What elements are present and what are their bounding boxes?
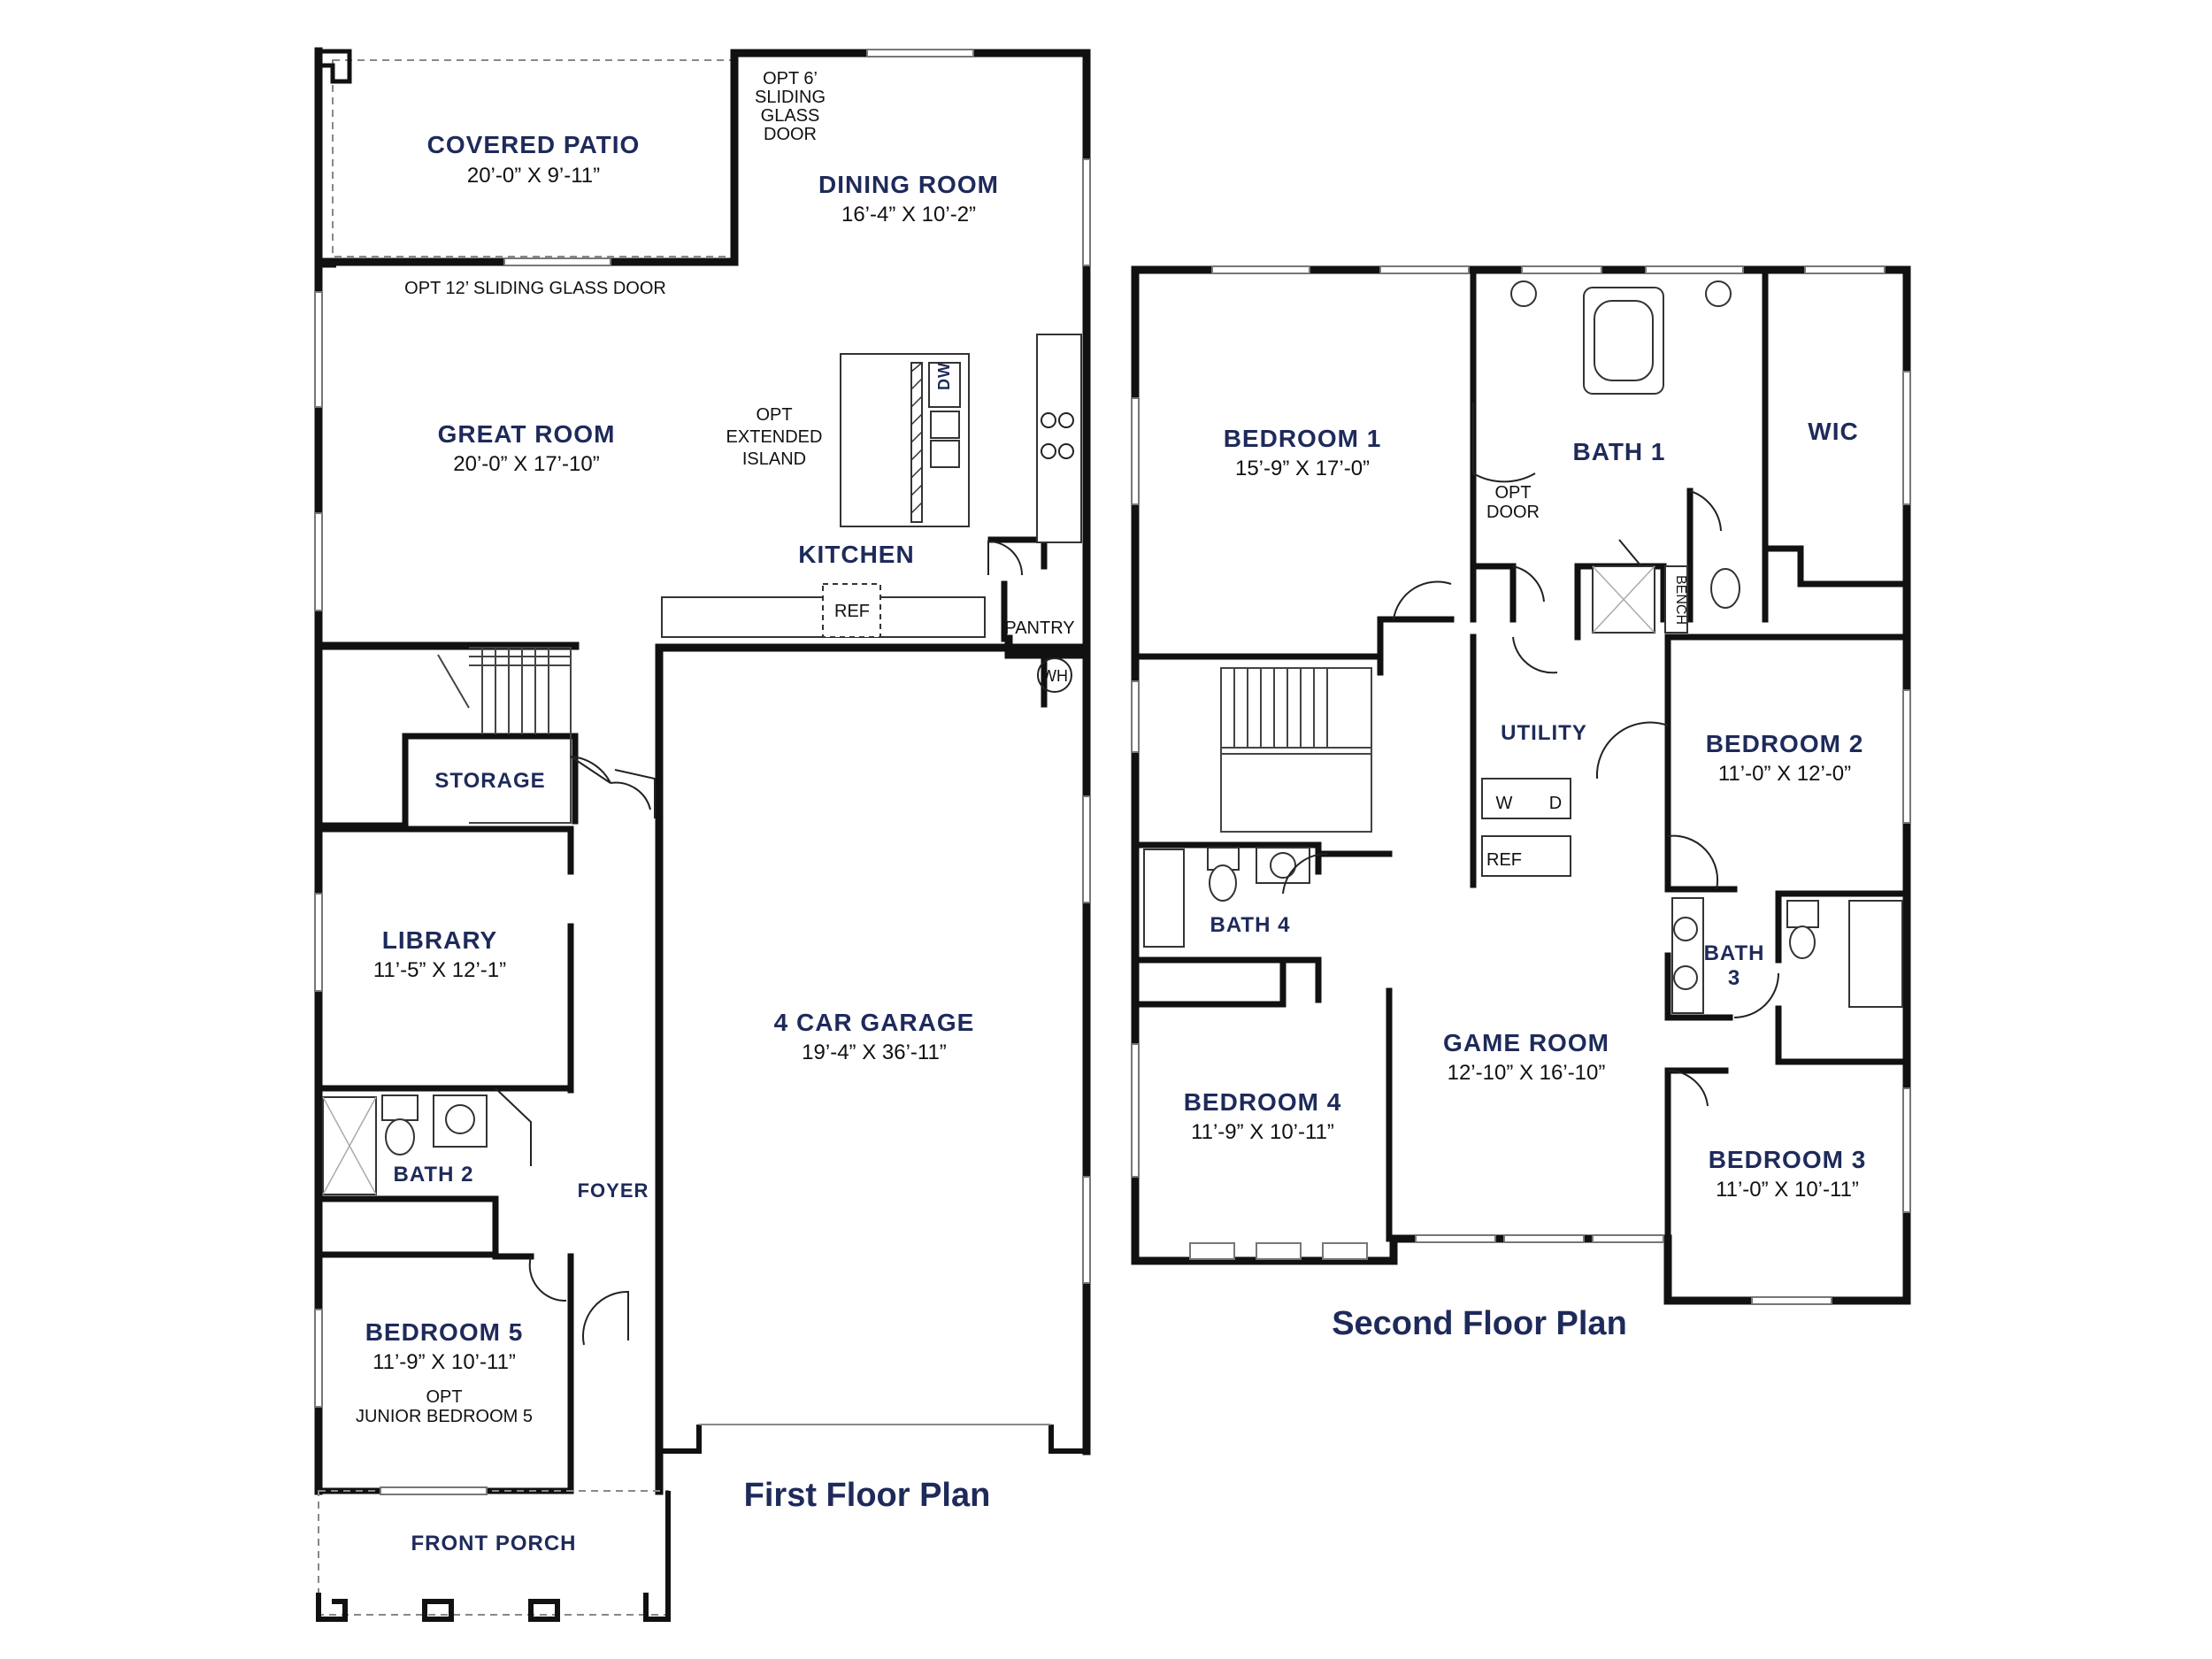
storage-name: STORAGE xyxy=(434,769,545,793)
wic-name: WIC xyxy=(1808,418,1858,445)
bedroom1-name: BEDROOM 1 xyxy=(1224,425,1382,452)
bedroom2-dims: 11’-0” X 12’-0” xyxy=(1718,762,1851,786)
foyer-name: FOYER xyxy=(578,1179,649,1202)
kitchen-fixtures xyxy=(661,334,1082,693)
great-room-name: GREAT ROOM xyxy=(438,420,616,448)
utility-name: UTILITY xyxy=(1501,721,1587,745)
bath2-fixtures xyxy=(322,1094,488,1195)
second-floor-doors xyxy=(1282,403,1779,1107)
dining-room-name: DINING ROOM xyxy=(818,171,999,198)
bedroom5-dims: 11’-9” X 10’-11” xyxy=(373,1350,516,1374)
garage-front-posts xyxy=(657,1420,1089,1454)
first-floor-plan xyxy=(314,47,1091,1622)
bath3-name-line2: 3 xyxy=(1728,966,1740,990)
first-floor-windows xyxy=(314,49,1091,1495)
dining-room-dims: 16’-4” X 10’-2” xyxy=(841,203,976,227)
bedroom4-dims: 11’-9” X 10’-11” xyxy=(1191,1120,1334,1144)
kitchen-name: KITCHEN xyxy=(798,541,914,568)
bedroom5-name: BEDROOM 5 xyxy=(365,1318,524,1346)
library-name: LIBRARY xyxy=(382,926,497,954)
ref-label: REF xyxy=(834,602,870,621)
opt-island-line3: ISLAND xyxy=(742,449,806,469)
first-floor-walls xyxy=(314,47,1091,1495)
second-floor-title: Second Floor Plan xyxy=(1332,1305,1627,1342)
bath3-name-line1: BATH xyxy=(1704,941,1765,965)
front-porch-outline xyxy=(316,1490,671,1622)
bedroom4-name: BEDROOM 4 xyxy=(1184,1088,1342,1116)
utility-ref-label: REF xyxy=(1486,850,1522,870)
first-floor-stairs xyxy=(437,647,572,824)
opt-sliding-door-12: OPT 12’ SLIDING GLASS DOOR xyxy=(404,279,666,298)
second-floor-plan xyxy=(1131,265,1911,1305)
opt-door-line2: DOOR xyxy=(1486,503,1540,522)
game-room-name: GAME ROOM xyxy=(1443,1029,1609,1056)
washer-label: W xyxy=(1496,794,1513,813)
bath2-name: BATH 2 xyxy=(394,1163,474,1187)
opt-sliding-door-6-line1: OPT 6’ xyxy=(763,69,818,88)
wh-label: WH xyxy=(1041,667,1068,685)
covered-patio-name: COVERED PATIO xyxy=(427,131,641,158)
first-floor-title: First Floor Plan xyxy=(744,1477,991,1514)
bath1-name: BATH 1 xyxy=(1572,438,1665,465)
second-floor-fixtures xyxy=(1143,280,1903,1014)
library-dims: 11’-5” X 12’-1” xyxy=(373,958,506,982)
opt-sliding-door-6-line2: SLIDING xyxy=(755,88,826,107)
opt-junior-line2: JUNIOR BEDROOM 5 xyxy=(356,1407,533,1426)
bedroom2-name: BEDROOM 2 xyxy=(1706,730,1864,757)
front-porch-name: FRONT PORCH xyxy=(411,1532,577,1555)
first-floor-doors xyxy=(495,540,1023,1346)
second-floor-stairs xyxy=(1220,667,1372,833)
bath4-name: BATH 4 xyxy=(1210,913,1291,937)
garage-name: 4 CAR GARAGE xyxy=(774,1009,975,1036)
covered-patio-dims: 20’-0” X 9’-11” xyxy=(467,164,600,188)
dryer-label: D xyxy=(1549,794,1562,813)
second-floor-walls xyxy=(1131,265,1911,1305)
dw-label: DW xyxy=(935,362,953,390)
great-room-dims: 20’-0” X 17’-10” xyxy=(453,452,599,476)
opt-sliding-door-6-line3: GLASS xyxy=(761,106,820,126)
covered-patio-outline xyxy=(332,59,735,257)
garage-dims: 19’-4” X 36’-11” xyxy=(802,1041,947,1064)
bench-label: BENCH xyxy=(1673,575,1688,625)
first-floor-labels: COVERED PATIO 20’-0” X 9’-11” DINING ROO… xyxy=(356,69,1075,1555)
bedroom3-dims: 11’-0” X 10’-11” xyxy=(1716,1178,1859,1202)
bedroom1-dims: 15’-9” X 17’-0” xyxy=(1235,457,1370,480)
pantry-label: PANTRY xyxy=(1004,618,1074,638)
opt-island-line2: EXTENDED xyxy=(726,427,823,447)
second-floor-labels: BEDROOM 1 15’-9” X 17’-0” BATH 1 WIC OPT… xyxy=(1184,418,1867,1202)
game-room-dims: 12’-10” X 16’-10” xyxy=(1448,1061,1606,1085)
opt-door-line1: OPT xyxy=(1494,483,1531,503)
opt-sliding-door-6-line4: DOOR xyxy=(764,125,817,144)
patio-corner-posts xyxy=(316,49,352,268)
second-floor-windows xyxy=(1131,265,1911,1305)
bedroom3-name: BEDROOM 3 xyxy=(1709,1146,1867,1173)
opt-island-line1: OPT xyxy=(756,405,792,425)
opt-junior-line1: OPT xyxy=(426,1387,462,1407)
